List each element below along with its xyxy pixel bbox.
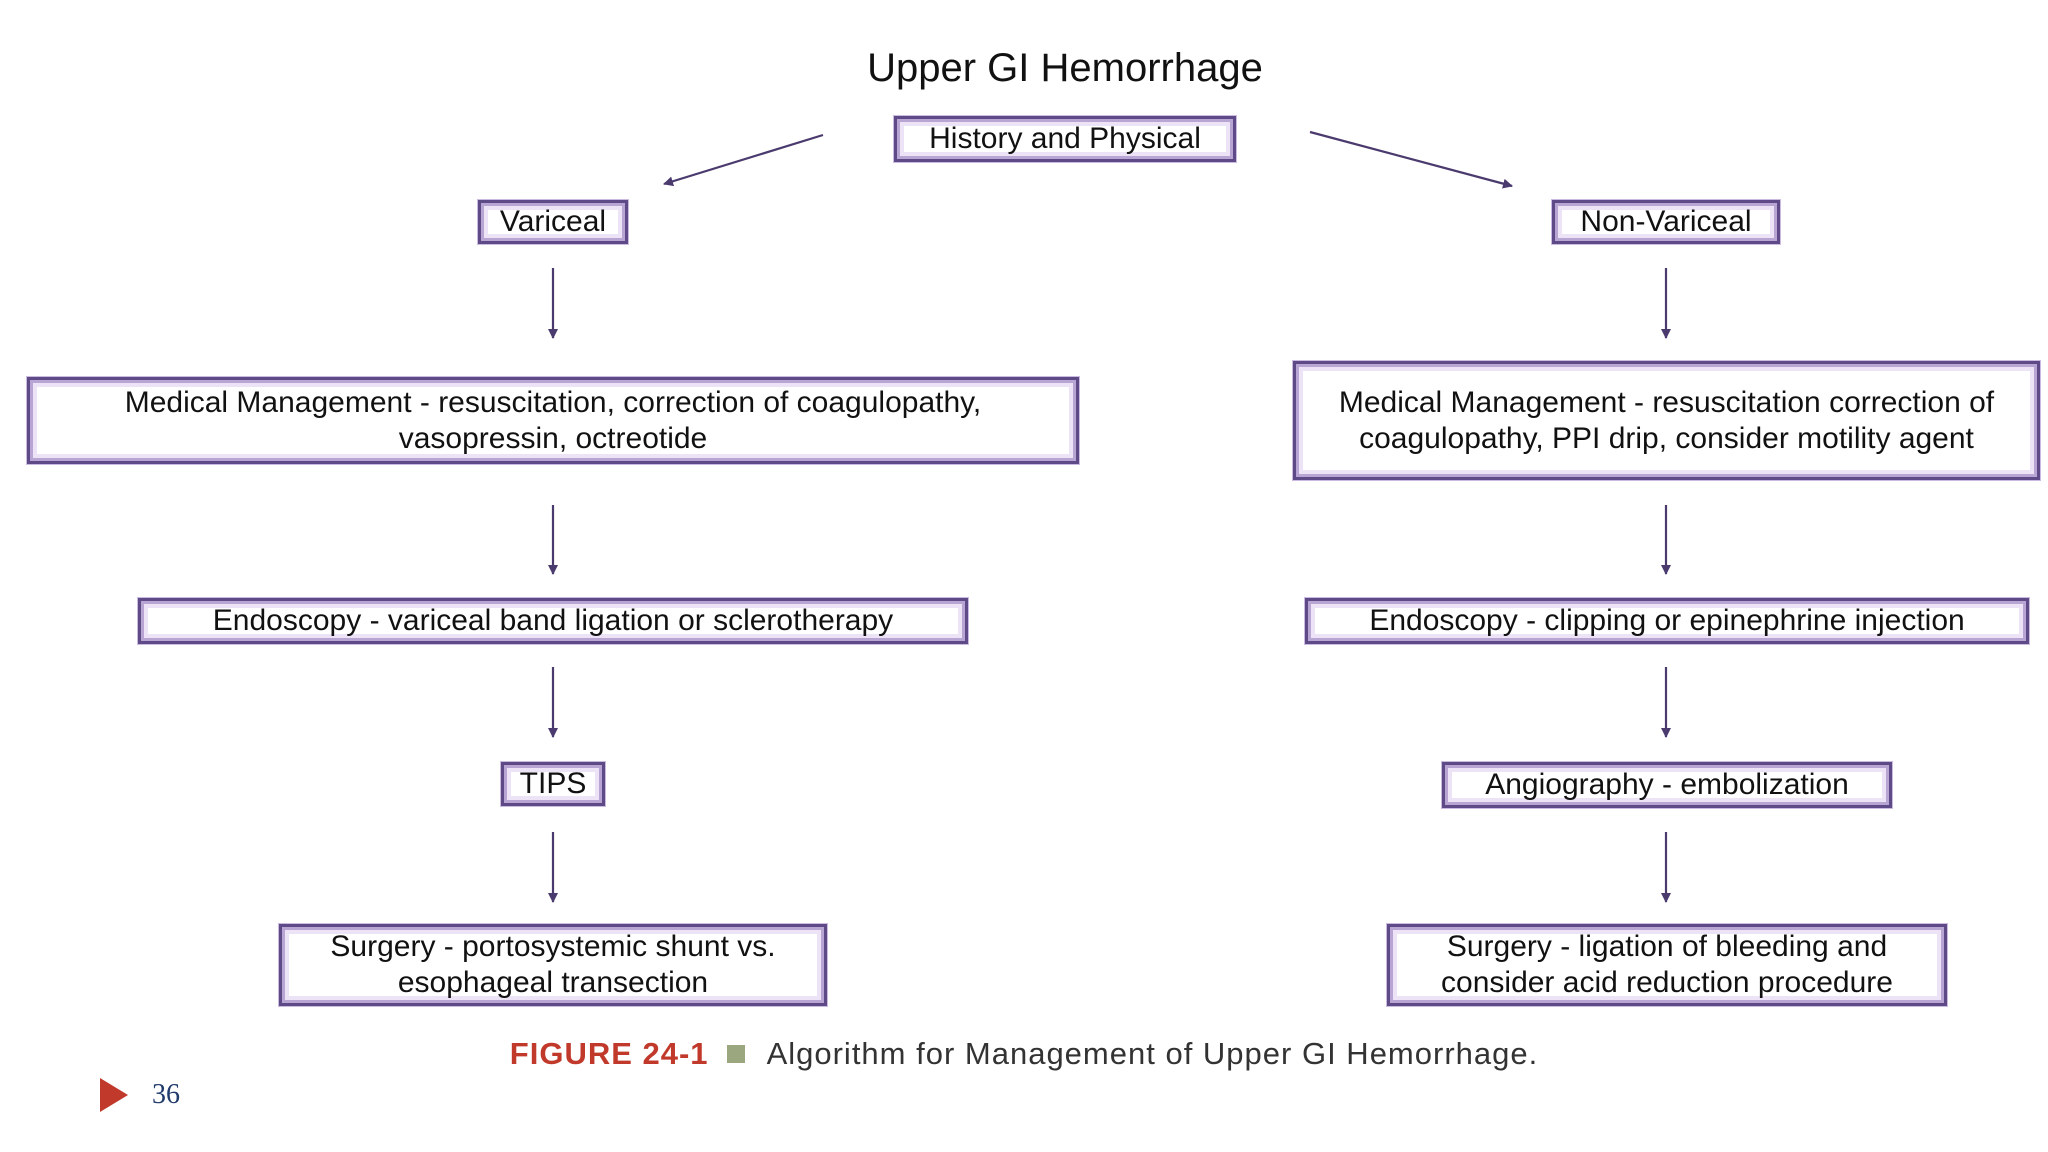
arrow-root-to-variceal	[663, 133, 824, 187]
variceal-medical-box: Medical Management - resuscitation, corr…	[27, 377, 1079, 464]
play-triangle-icon	[100, 1078, 128, 1112]
square-bullet-icon	[726, 1045, 745, 1063]
non-variceal-endoscopy-box: Endoscopy - clipping or epinephrine inje…	[1305, 598, 2029, 644]
figure-caption-text: Algorithm for Management of Upper GI Hem…	[766, 1036, 1539, 1071]
history-physical-box: History and Physical	[894, 116, 1236, 162]
variceal-box: Variceal	[478, 200, 628, 244]
arrow-root-to-non-variceal	[1309, 130, 1513, 189]
figure-caption: FIGURE 24-1 Algorithm for Management of …	[0, 1036, 2048, 1072]
non-variceal-surgery-box: Surgery - ligation of bleeding and consi…	[1387, 924, 1947, 1006]
tips-box: TIPS	[501, 762, 605, 806]
non-variceal-box: Non-Variceal	[1552, 200, 1780, 244]
figure-label: FIGURE 24-1	[509, 1036, 709, 1071]
page-number: 36	[152, 1079, 180, 1110]
angiography-box: Angiography - embolization	[1442, 762, 1892, 808]
diagram-title: Upper GI Hemorrhage	[867, 46, 1263, 90]
non-variceal-medical-box: Medical Management - resuscitation corre…	[1293, 361, 2040, 480]
variceal-surgery-box: Surgery - portosystemic shunt vs. esopha…	[279, 924, 827, 1006]
slide-footer: 36	[100, 1078, 180, 1112]
variceal-endoscopy-box: Endoscopy - variceal band ligation or sc…	[138, 598, 968, 644]
